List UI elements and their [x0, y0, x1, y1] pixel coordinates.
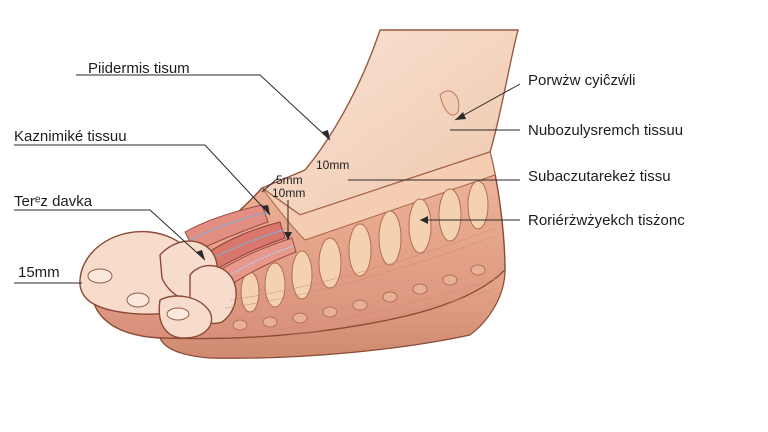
- label-15mm: 15mm: [18, 264, 60, 281]
- leader-lines: [14, 74, 521, 284]
- toenails: [87, 268, 190, 321]
- ankle-bone-bump: [439, 90, 460, 116]
- measurement-5mm: 5mm: [276, 173, 303, 187]
- label-subcutaneous-tissue: Subaczutarekeż tissu: [528, 168, 671, 185]
- measurement-10mm-lower: 10mm: [272, 186, 306, 200]
- label-terez-davka: Terᵉz davka: [14, 193, 93, 210]
- label-kaznimike-tissue: Kaznimiké tissuu: [14, 128, 127, 145]
- measurement-10mm-top: 10mm: [316, 158, 350, 172]
- toes: [79, 230, 237, 339]
- label-rorierzwzyekch-tissue: Roriérżwżyekch tisżonc: [528, 212, 685, 229]
- sole-base-layer: [159, 268, 506, 359]
- leader-arrowheads: [196, 112, 466, 260]
- label-nubozulysremch-tissue: Nubozulysremch tissuu: [528, 122, 684, 139]
- dermis-band: [261, 151, 496, 241]
- tissue-fibers: [214, 227, 499, 343]
- lower-lobules: [232, 264, 486, 331]
- muscle-tendons: [184, 204, 297, 285]
- label-porwzw: Porwżw cyiĉzẃli: [528, 72, 636, 89]
- label-epidermis-tissue: Piidermis tisum: [88, 60, 190, 77]
